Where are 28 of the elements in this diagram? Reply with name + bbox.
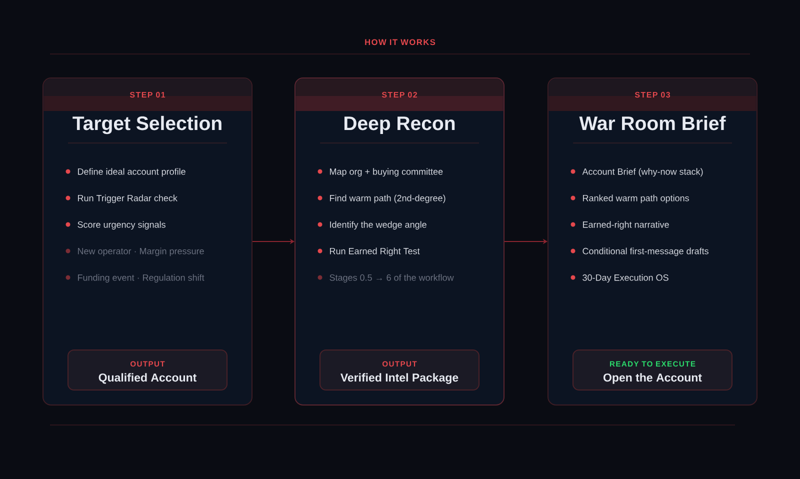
- output-box: [572, 350, 732, 390]
- output-value: Verified Intel Package: [340, 373, 458, 384]
- bullet-text: Account Brief (why-now stack): [582, 168, 703, 177]
- bullet-text: New operator · Margin pressure: [78, 248, 204, 256]
- step-label: STEP 01: [130, 92, 166, 98]
- output-box: [320, 350, 480, 390]
- bullet-text: Stages 0.5 → 6 of the workflow: [330, 274, 454, 283]
- bullet-text: Earned-right narrative: [583, 221, 669, 230]
- heading: HOW IT WORKS: [365, 39, 436, 46]
- output-value: Open the Account: [604, 373, 702, 384]
- bullet-text: Score urgency signals: [78, 221, 166, 230]
- bullet-text: Run Trigger Radar check: [78, 194, 178, 204]
- bullet-text: Run Earned Right Test: [330, 248, 420, 256]
- card-title: War Room Brief: [579, 116, 726, 130]
- bullet-text: Funding event · Regulation shift: [78, 274, 204, 283]
- card-title: Target Selection: [72, 116, 222, 134]
- bullet-text: Ranked warm path options: [583, 194, 689, 204]
- bullet-text: Conditional first-message drafts: [582, 248, 708, 256]
- card-title: Deep Recon: [344, 116, 455, 134]
- step-label: STEP 02: [382, 92, 417, 98]
- bullet-text: Define ideal account profile: [78, 168, 186, 177]
- bullet-text: Find warm path (2nd-degree): [330, 194, 446, 204]
- output-value: Qualified Account: [98, 373, 197, 384]
- output-box: [68, 350, 228, 390]
- bullet-text: 30-Day Execution OS: [582, 274, 668, 283]
- step-label: STEP 03: [634, 92, 670, 98]
- bullet-text: Map org + buying committee: [330, 168, 443, 177]
- bullet-text: Identify the wedge angle: [330, 221, 426, 230]
